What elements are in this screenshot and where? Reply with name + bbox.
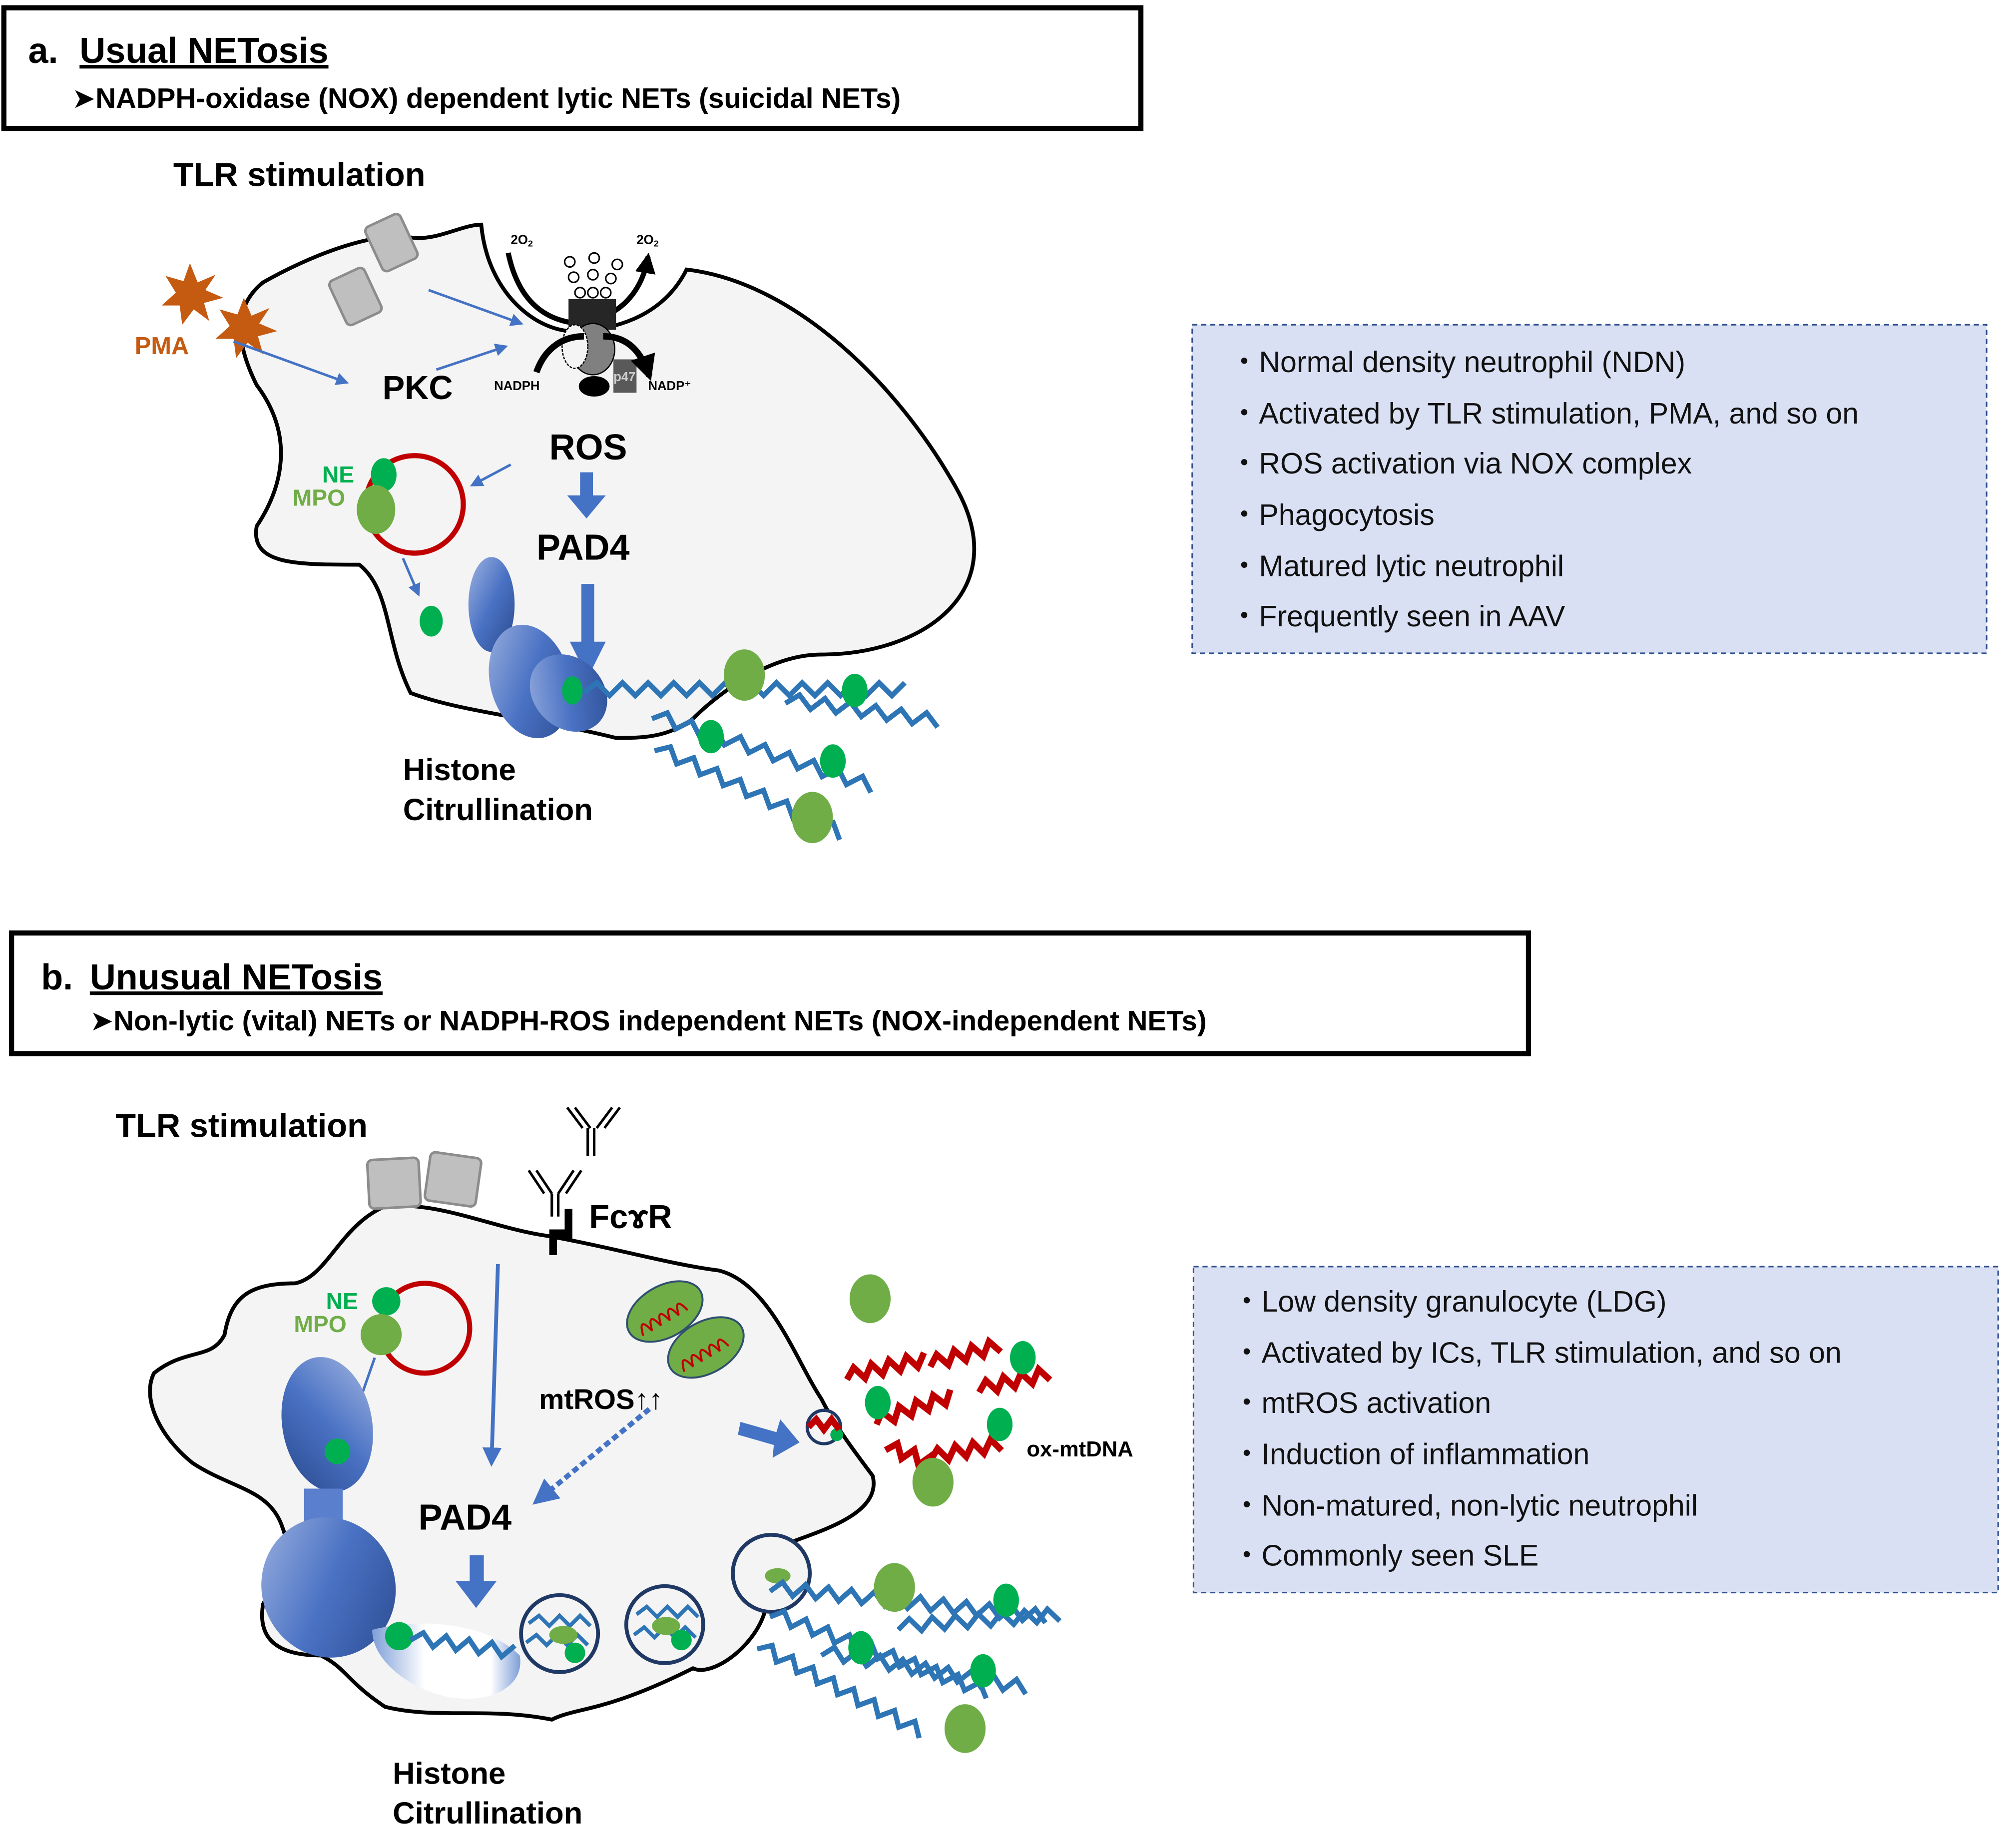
info-a-item: ・Matured lytic neutrophil bbox=[1229, 550, 1564, 583]
panel-a-letter: a. bbox=[28, 31, 58, 71]
panel-b-info-box: ・Low density granulocyte (LDG) ・Activate… bbox=[1192, 1266, 1999, 1594]
info-b-item: ・Induction of inflammation bbox=[1232, 1438, 1589, 1471]
mpo-dot-b bbox=[360, 1314, 402, 1356]
pkc-to-nox-arrow bbox=[436, 344, 508, 371]
ros-label: ROS bbox=[549, 428, 627, 467]
panel-a-title: Usual NETosis bbox=[79, 31, 328, 71]
ne-mtdna-1 bbox=[1009, 1341, 1036, 1375]
o2-out-label: 2O2 bbox=[636, 233, 658, 248]
ne-net-b2 bbox=[848, 1631, 874, 1665]
mtdna-release-arrow bbox=[738, 1419, 800, 1458]
ne-released-a bbox=[420, 605, 443, 637]
ne-on-chromatin-a bbox=[562, 676, 583, 705]
info-a-item: ・Normal density neutrophil (NDN) bbox=[1229, 346, 1685, 379]
ne-mtdna-2 bbox=[865, 1386, 891, 1419]
info-b-item: ・Activated by ICs, TLR stimulation, and … bbox=[1232, 1337, 1841, 1370]
tlr-to-nox-arrow bbox=[428, 289, 523, 326]
mitochondria-icon bbox=[626, 1280, 745, 1379]
mpo-label-b: MPO bbox=[294, 1311, 346, 1337]
ne-label-b: NE bbox=[326, 1288, 358, 1314]
pkc-label: PKC bbox=[383, 370, 453, 407]
ne-net-b3 bbox=[970, 1654, 996, 1688]
nox-complex-icon bbox=[505, 252, 656, 397]
histone-label-b-2: Citrullination bbox=[393, 1796, 582, 1831]
ne-net-a2 bbox=[698, 720, 724, 754]
info-a-item: ・Frequently seen in AAV bbox=[1229, 600, 1565, 633]
histone-label-b-1: Histone bbox=[393, 1756, 505, 1791]
fcgr-antibody-icon bbox=[527, 1106, 621, 1255]
mpo-mtdna-1 bbox=[849, 1274, 891, 1324]
mpo-net-b1 bbox=[874, 1563, 915, 1612]
info-a-item: ・ROS activation via NOX complex bbox=[1229, 447, 1692, 480]
o2-in-label: 2O2 bbox=[511, 233, 533, 248]
ox-mtdna-label: ox-mtDNA bbox=[1026, 1437, 1133, 1461]
nadph-label: NADPH bbox=[494, 379, 539, 393]
mtros-label: mtROS↑↑ bbox=[539, 1384, 663, 1415]
ne-net-b1 bbox=[993, 1583, 1019, 1617]
ne-label-a: NE bbox=[322, 462, 354, 487]
panel-b-tlr-label: TLR stimulation bbox=[115, 1107, 368, 1144]
info-a-item: ・Phagocytosis bbox=[1229, 498, 1434, 531]
info-b-item: ・Commonly seen SLE bbox=[1232, 1539, 1538, 1572]
panel-b-tlr-receptor-icon bbox=[366, 1151, 483, 1210]
ne-dot-b bbox=[372, 1287, 401, 1316]
info-b-item: ・Non-matured, non-lytic neutrophil bbox=[1232, 1489, 1698, 1522]
p47-label: p47 bbox=[613, 370, 635, 384]
pad4-to-chromatin-arrow bbox=[569, 584, 606, 678]
pad4-label-a: PAD4 bbox=[536, 527, 630, 567]
mpo-dot-a bbox=[357, 485, 396, 534]
pma-label: PMA bbox=[135, 333, 189, 360]
info-b-item: ・Low density granulocyte (LDG) bbox=[1232, 1285, 1666, 1318]
mpo-label-a: MPO bbox=[293, 484, 345, 510]
pma-to-pkc-arrow bbox=[233, 340, 349, 385]
mpo-mtdna-2 bbox=[912, 1457, 954, 1507]
panel-a: a. Usual NETosis ➤NADPH-oxidase (NOX) de… bbox=[1, 5, 1988, 844]
panel-b-subtitle: ➤Non-lytic (vital) NETs or NADPH-ROS ind… bbox=[90, 1005, 1207, 1036]
panel-a-subtitle: ➤NADPH-oxidase (NOX) dependent lytic NET… bbox=[72, 82, 901, 114]
mtros-to-pad4-arrow bbox=[532, 1407, 651, 1505]
ne-on-chromatin-b bbox=[385, 1622, 414, 1651]
ne-bleb-dot bbox=[830, 1428, 843, 1441]
granule-release-arrow bbox=[402, 557, 421, 597]
ne-net-a3 bbox=[820, 744, 846, 778]
mpo-net-a1 bbox=[724, 649, 765, 701]
mpo-net-b2 bbox=[944, 1704, 986, 1753]
ne-mtdna-3 bbox=[987, 1407, 1013, 1441]
panel-a-tlr-receptor-icon bbox=[328, 213, 419, 327]
panel-a-tlr-label: TLR stimulation bbox=[173, 157, 426, 194]
panel-a-info-box: ・Normal density neutrophil (NDN) ・Activa… bbox=[1191, 324, 1988, 654]
pad4-to-chromatin-arrow-b bbox=[456, 1555, 497, 1608]
ne-dot-a bbox=[371, 458, 397, 492]
ne-in-nucleus-b bbox=[325, 1438, 351, 1464]
panel-b-letter: b. bbox=[41, 957, 73, 997]
panel-b: b. Unusual NETosis ➤Non-lytic (vital) NE… bbox=[8, 930, 1999, 1831]
histone-label-a-1: Histone bbox=[403, 753, 516, 787]
pad4-label-b: PAD4 bbox=[419, 1498, 512, 1538]
net-vesicle-1 bbox=[519, 1593, 600, 1674]
ros-to-granule-arrow bbox=[470, 463, 511, 486]
panel-a-header-box bbox=[1, 5, 1144, 131]
ox-mtdna-strands bbox=[806, 1336, 1052, 1472]
signal-to-pad4-arrow bbox=[482, 1264, 502, 1467]
net-vesicle-3 bbox=[731, 1533, 812, 1614]
chromatin-strand-b bbox=[409, 1629, 517, 1661]
pma-starburst-icon bbox=[161, 263, 277, 358]
info-b-item: ・mtROS activation bbox=[1232, 1386, 1491, 1419]
net-vesicle-2 bbox=[624, 1584, 705, 1665]
panel-b-title: Unusual NETosis bbox=[90, 957, 383, 997]
mpo-net-a2 bbox=[792, 792, 833, 844]
nadp-label: NADP⁺ bbox=[648, 379, 691, 393]
panel-b-cell-membrane bbox=[148, 1204, 876, 1722]
panel-b-header-box bbox=[8, 930, 1531, 1056]
ne-net-a1 bbox=[842, 674, 868, 707]
fcgr-label: FcɤR bbox=[589, 1199, 672, 1236]
histone-label-a-2: Citrullination bbox=[403, 793, 593, 827]
info-a-item: ・Activated by TLR stimulation, PMA, and … bbox=[1229, 397, 1859, 430]
